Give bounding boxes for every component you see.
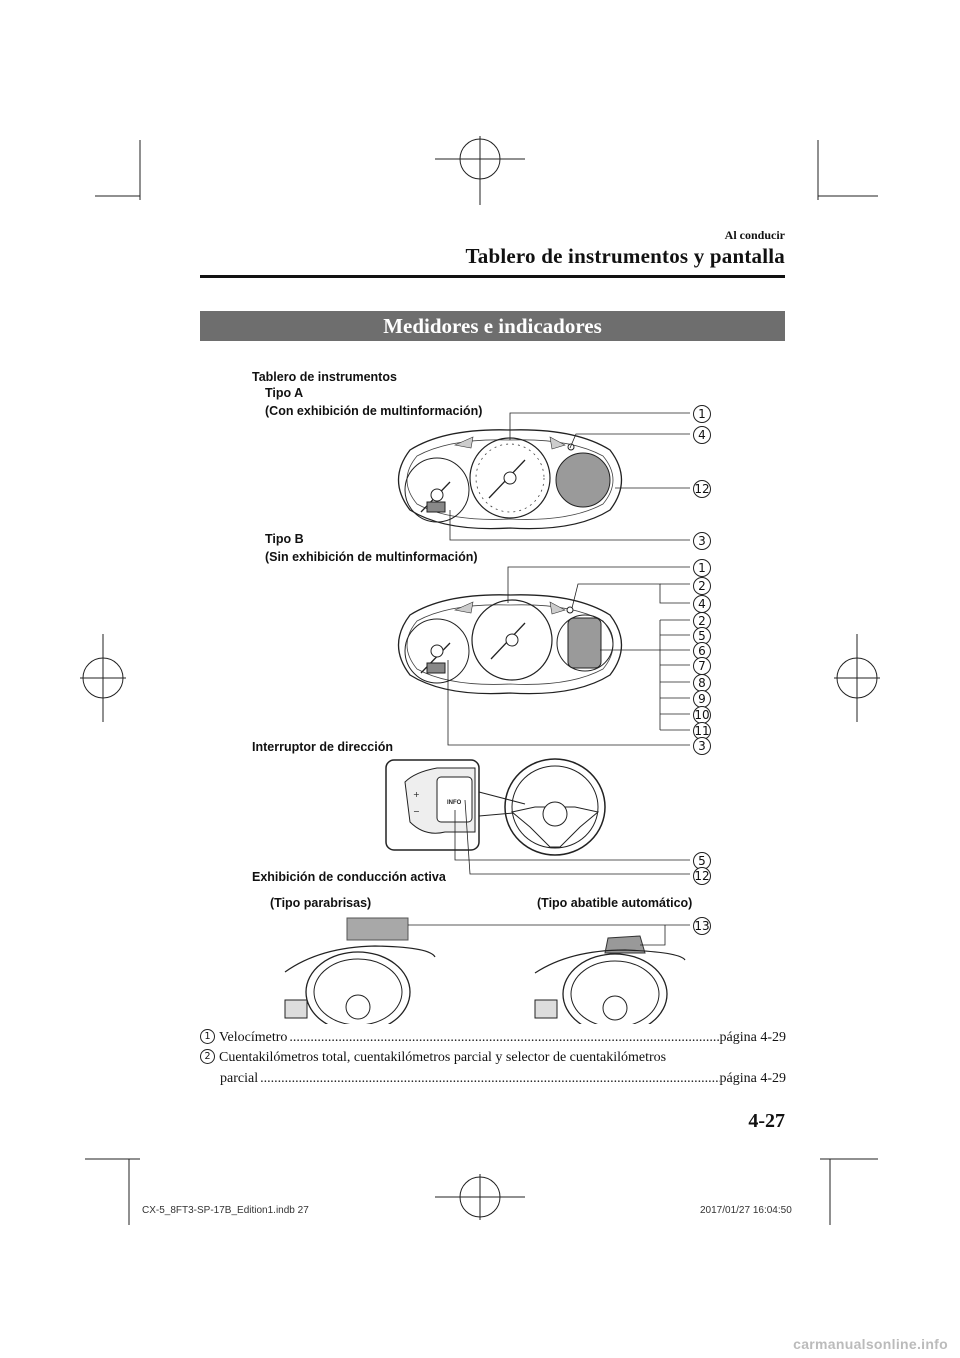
callout-number: 12 — [693, 480, 711, 498]
svg-text:−: − — [413, 807, 420, 816]
info-button-text: INFO — [447, 800, 462, 806]
footer-file: CX-5_8FT3-SP-17B_Edition1.indb 27 — [142, 1205, 309, 1216]
callout-number: 7 — [693, 657, 711, 675]
item-page: página 4-29 — [719, 1071, 786, 1086]
cluster-type-b-illustration — [397, 594, 623, 695]
type-b-label: Tipo B — [265, 532, 304, 546]
windshield-label: (Tipo parabrisas) — [270, 896, 372, 910]
callout-number: 1 — [693, 559, 711, 577]
item-number: 1 — [200, 1029, 215, 1044]
item-page: página 4-29 — [719, 1030, 786, 1045]
svg-text:+: + — [413, 790, 420, 799]
footer-timestamp: 2017/01/27 16:04:50 — [700, 1205, 792, 1216]
section-banner: Medidores e indicadores — [200, 311, 785, 341]
item-text: Cuentakilómetros total, cuentakilómetros… — [219, 1050, 667, 1065]
hud-label: Exhibición de conducción activa — [252, 870, 446, 884]
dot-leader: ........................................… — [289, 1030, 719, 1045]
callout-number: 1 — [693, 405, 711, 423]
page-number: 4-27 — [748, 1110, 785, 1132]
steering-switch-illustration: + − INFO — [385, 758, 606, 856]
item-text: Velocímetro — [219, 1030, 288, 1045]
hud-windshield-illustration — [284, 917, 436, 1024]
callout-number: 3 — [693, 737, 711, 755]
legend-item: 2 Cuentakilómetros total, cuentakilómetro… — [200, 1049, 786, 1088]
cluster-type-a-illustration — [397, 429, 623, 530]
item-text-continued: parcial — [220, 1071, 259, 1086]
callout-number: 4 — [693, 426, 711, 444]
type-b-sub-label: (Sin exhibición de multinformación) — [265, 550, 478, 564]
callout-number: 3 — [693, 532, 711, 550]
callout-number: 4 — [693, 595, 711, 613]
section-label: Al conducir — [724, 228, 785, 242]
switch-label: Interruptor de dirección — [252, 740, 393, 754]
retractable-label: (Tipo abatible automático) — [537, 896, 693, 910]
callout-number: 2 — [693, 577, 711, 595]
dot-leader: ........................................… — [260, 1071, 720, 1086]
callout-number: 12 — [693, 867, 711, 885]
item-number: 2 — [200, 1049, 215, 1064]
callout-number: 13 — [693, 917, 711, 935]
header-rule — [200, 275, 785, 278]
callout-number: 5 — [693, 627, 711, 645]
type-a-label: Tipo A — [265, 386, 304, 400]
panel-label: Tablero de instrumentos — [252, 370, 397, 384]
type-a-sub-label: (Con exhibición de multinformación) — [265, 404, 483, 418]
hud-retractable-illustration — [534, 935, 686, 1024]
page-title: Tablero de instrumentos y pantalla — [465, 244, 785, 268]
watermark: carmanualsonline.info — [793, 1336, 948, 1352]
legend-item: 1 Velocímetro ...........................… — [200, 1029, 786, 1047]
